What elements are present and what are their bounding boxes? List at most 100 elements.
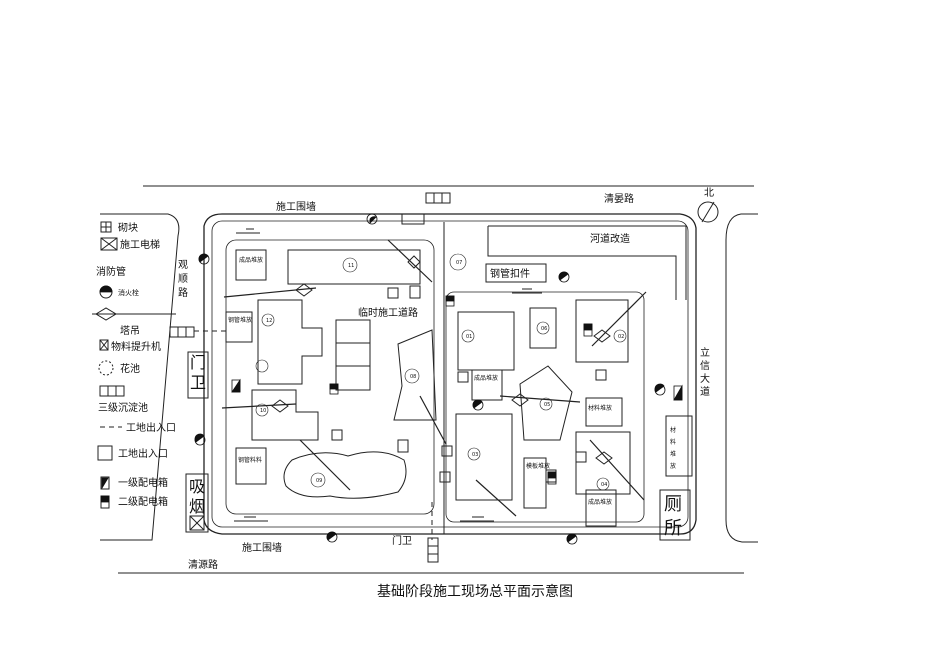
- yard-d-label: 成品堆放: [474, 374, 498, 382]
- yard-box-c: [235, 447, 267, 485]
- smoking-hut: [185, 473, 209, 533]
- tower-crane-icon: [595, 451, 613, 465]
- north-arrow-icon: [697, 201, 719, 223]
- tower-crane-icon: [271, 399, 289, 413]
- shed-group: [335, 319, 371, 391]
- river-band: [487, 225, 687, 300]
- legend-flower-bed-label: 花池: [120, 362, 140, 375]
- temp-road-label: 临时施工道路: [358, 306, 418, 319]
- gate-north: [425, 192, 451, 204]
- legend-exit-dashed-label: 工地出入口: [126, 421, 176, 434]
- legend-exit-label: 工地出入口: [118, 447, 168, 460]
- yard-c-label: 钢管料料: [238, 456, 262, 464]
- road-west-label-vertical: 观顺路: [178, 259, 188, 299]
- building-12: [257, 299, 323, 385]
- gate-south-label: 门卫: [392, 534, 412, 547]
- exit-icon: [512, 288, 542, 294]
- gate-west-char: 门: [190, 353, 206, 372]
- gate-west-label-vertical: 门卫: [190, 353, 206, 392]
- yard-box-d: [471, 369, 503, 401]
- temp-road-east: [445, 291, 645, 523]
- gate-south: [427, 537, 439, 563]
- yard-box-b: [225, 311, 253, 343]
- building-04: [575, 431, 631, 495]
- exit-icon: [460, 516, 494, 522]
- building-number: 05: [544, 402, 550, 408]
- toilet-char: 厕: [664, 494, 682, 515]
- building-number: 08: [410, 374, 416, 380]
- building-number: 01: [466, 334, 472, 340]
- yard-box-h: [523, 457, 547, 509]
- yard-a-label: 成品堆放: [239, 256, 263, 264]
- building-02: [575, 299, 629, 363]
- legend-hydrant-label: 消火栓: [118, 288, 139, 297]
- yard-box-f: [665, 415, 693, 477]
- smoking-label-vertical: 吸烟: [189, 477, 205, 516]
- toilet-char: 所: [664, 518, 682, 539]
- road-east-char: 道: [700, 385, 710, 398]
- tower-crane-icon: [295, 283, 313, 297]
- yard-f-char: 材: [670, 426, 676, 434]
- road-north-label: 清晏路: [604, 192, 634, 205]
- building-09: [283, 451, 407, 499]
- yard-f-char: 堆: [670, 450, 676, 458]
- building-number: 02: [618, 334, 624, 340]
- smoking-char: 烟: [189, 497, 205, 516]
- building-06: [529, 307, 557, 349]
- flower-bed-icon: [98, 360, 114, 376]
- legend-elevator-label: 施工电梯: [120, 238, 160, 251]
- gate-west-char: 卫: [190, 373, 206, 392]
- road-east-char: 信: [700, 360, 710, 372]
- yard-box-a: [235, 249, 267, 281]
- building-number: 10: [260, 408, 266, 414]
- elevator-icon: [100, 237, 118, 251]
- legend-hoist-label: 物料提升机: [111, 340, 161, 353]
- building-01: [457, 311, 515, 371]
- legend-tower-crane-label: 塔吊: [120, 324, 140, 337]
- north-arrow-label: 北: [704, 187, 714, 199]
- legend-block-label: 砌块: [118, 222, 138, 234]
- yard-g-label: 成品堆放: [588, 498, 612, 506]
- building-number: 11: [348, 263, 354, 269]
- building-10: [251, 389, 319, 441]
- smoking-char: 吸: [189, 477, 205, 496]
- road-edge-west: [100, 213, 180, 541]
- yard-box-g: [585, 489, 617, 527]
- yard-b-label: 钢管堆放: [228, 316, 252, 324]
- site-wall-outer: [203, 213, 697, 535]
- pipe-yard-label: 钢管扣件: [490, 267, 530, 280]
- toilet-hut: [659, 489, 691, 541]
- yard-f-label-vertical: 材料堆放: [670, 426, 676, 470]
- yard-box-e: [585, 397, 623, 427]
- building-11: [287, 249, 421, 285]
- building-08: [393, 329, 437, 421]
- road-east-char: 大: [700, 372, 710, 385]
- wall-north-label: 施工围墙: [276, 200, 316, 213]
- building-number: 09: [316, 478, 322, 484]
- road-west-char: 观: [178, 259, 188, 271]
- wall-south-label: 施工围墙: [242, 541, 282, 554]
- road-south-label: 清源路: [188, 558, 218, 571]
- legend-secondary-box-label: 二级配电箱: [118, 495, 168, 508]
- building-number: 06: [541, 326, 547, 332]
- yard-f-char: 料: [670, 438, 676, 446]
- legend-primary-box-label: 一级配电箱: [118, 476, 168, 489]
- site-wall-inner: [211, 220, 689, 528]
- legend-fire-pipe-label: 消防管: [96, 265, 126, 278]
- yard-f-char: 放: [670, 462, 676, 470]
- building-05: [519, 365, 573, 441]
- pipe-yard-box: [485, 263, 547, 283]
- road-east-char: 立: [700, 346, 710, 359]
- building-number: 12: [266, 318, 272, 324]
- yard-h-label: 模板堆放: [526, 462, 550, 470]
- tank-icon: [99, 385, 125, 397]
- toilet-label-vertical: 厕所: [664, 494, 682, 539]
- tower-crane-icon: [407, 255, 421, 269]
- building-03: [455, 413, 513, 501]
- road-west-char: 顺: [178, 273, 188, 285]
- river-label: 河道改造: [590, 232, 630, 245]
- building-number: 04: [601, 482, 607, 488]
